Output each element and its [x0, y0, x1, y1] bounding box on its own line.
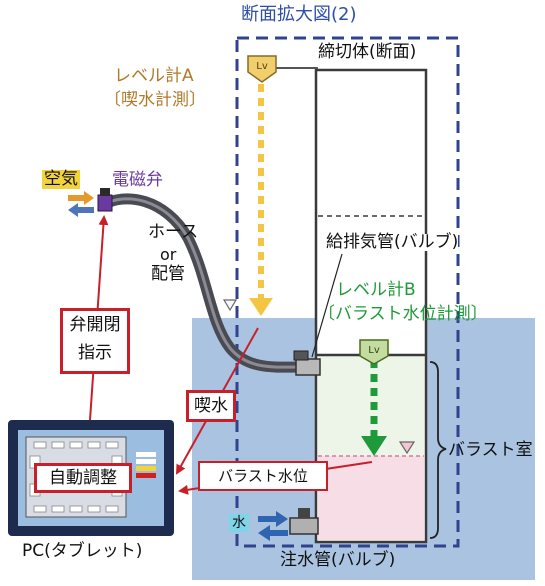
svg-text:Lv: Lv — [256, 61, 268, 72]
level-b-arrowhead — [361, 436, 387, 456]
valve-command-line2: 指示 — [78, 343, 112, 363]
inlet-pipe-label: 注水管(バルブ) — [280, 550, 396, 570]
pipe-label: 配管 — [151, 264, 185, 284]
diagram-title: 断面拡大図(2) — [241, 4, 357, 25]
vent-pipe-label: 給排気管(バルブ) — [326, 232, 459, 252]
ballast-room-label: バラスト室 — [448, 440, 533, 460]
solenoid-valve-icon — [97, 188, 113, 212]
level-b-sublabel: 〔バラスト水位計測〕 — [318, 304, 488, 324]
water-valve-icon — [289, 508, 319, 535]
draft-label-box: 喫水 — [186, 390, 236, 422]
level-a-label: レベル計A — [114, 66, 194, 86]
auto-adjust-box: 自動調整 — [34, 463, 132, 493]
level-a-sublabel: 〔喫水計測〕 — [104, 90, 206, 110]
ballast-level-box: バラスト水位 — [198, 461, 328, 491]
ballast-marker-triangle — [398, 441, 416, 455]
level-sensor-icon: Lv — [359, 339, 389, 365]
vent-pipe-leader — [311, 253, 343, 358]
water-label: 水 — [229, 514, 249, 532]
air-label: 空気 — [42, 169, 80, 189]
level-sensor-icon: Lv — [247, 55, 277, 83]
valve-command-line1: 弁開閉 — [69, 315, 121, 335]
cofferdam-label: 締切体(断面) — [318, 42, 417, 62]
svg-text:Lv: Lv — [368, 345, 380, 356]
enlarged-view-frame — [235, 36, 460, 548]
draft-marker-triangle — [222, 299, 238, 312]
hose-label: ホース — [148, 222, 199, 242]
ballast-room-bracket — [429, 361, 447, 539]
air-arrows-icon — [68, 191, 94, 217]
level-b-label: レベル計B — [336, 280, 416, 300]
vent-pipe-fitting — [293, 350, 321, 376]
valve-command-box: 弁開閉 指示 — [60, 308, 130, 374]
pc-label: PC(タブレット) — [22, 541, 143, 561]
solenoid-label: 電磁弁 — [112, 170, 163, 190]
level-a-arrowhead — [249, 298, 273, 316]
water-arrows-icon — [258, 511, 288, 541]
ballast-water — [318, 456, 424, 540]
hose-or-label: or — [160, 245, 177, 264]
